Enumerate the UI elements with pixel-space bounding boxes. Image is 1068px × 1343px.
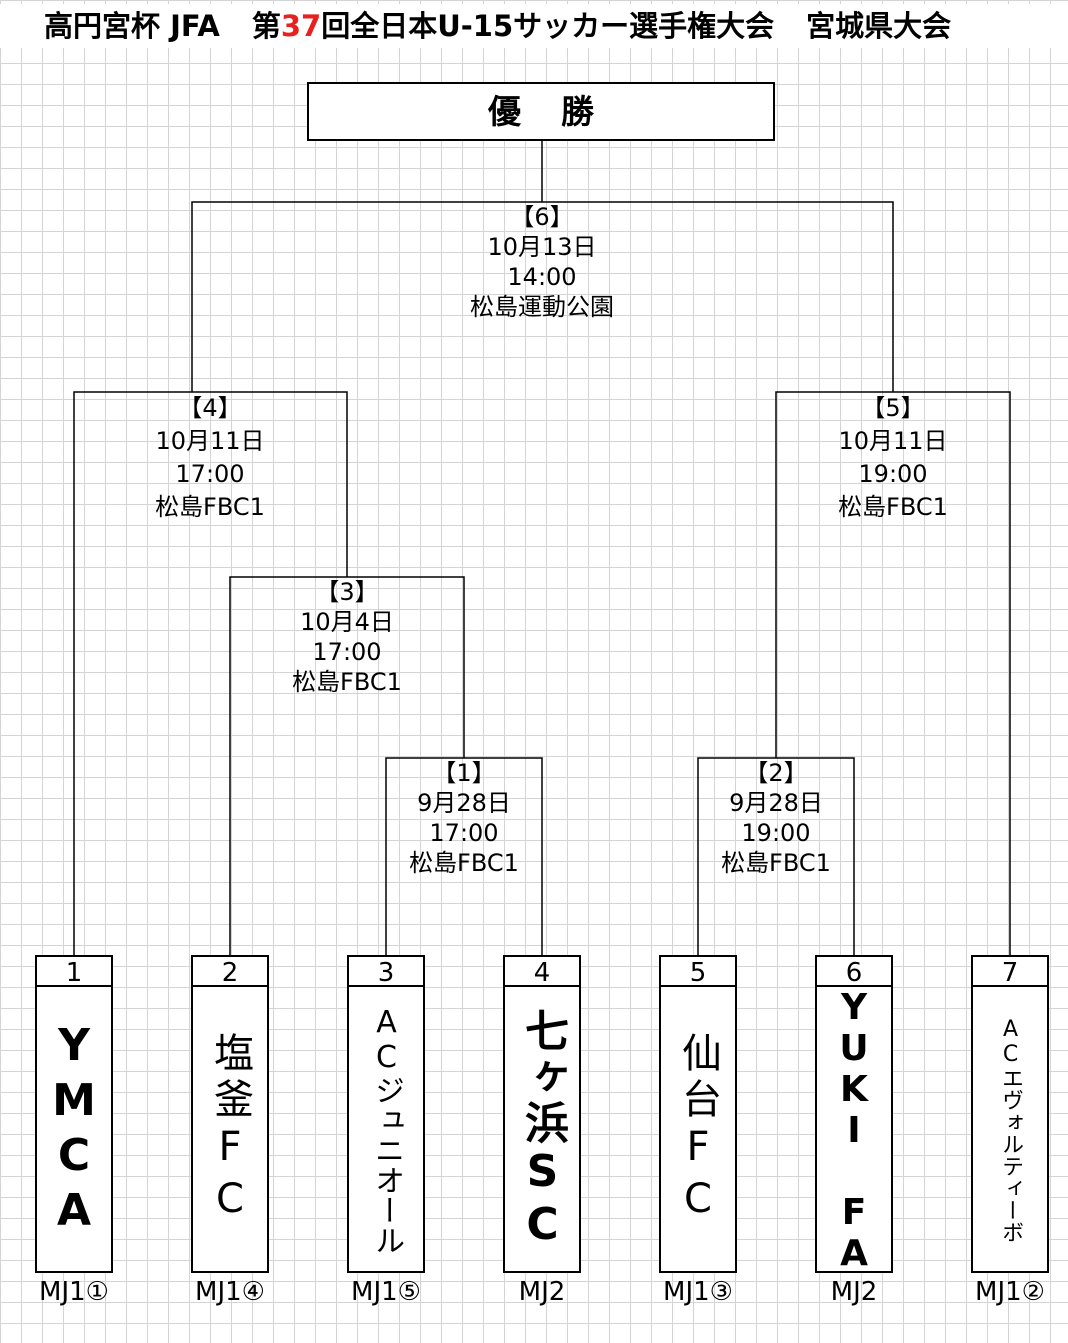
team-1-league: MJ1① bbox=[39, 1277, 109, 1307]
title-part3: 回全日本U-15サッカー選手権大会 bbox=[321, 9, 775, 43]
team-2-league: MJ1④ bbox=[195, 1277, 265, 1307]
seed-number: 2 bbox=[193, 957, 267, 988]
match-id: 【2】 bbox=[744, 759, 808, 787]
match-venue: 松島FBC1 bbox=[292, 668, 402, 696]
match-venue: 松島FBC1 bbox=[721, 849, 831, 877]
team-slot-3: 3 ACジュニオール bbox=[347, 955, 425, 1273]
match-id: 【5】 bbox=[861, 394, 925, 422]
match-venue: 松島FBC1 bbox=[838, 493, 948, 521]
team-name: 七ヶ浜SC bbox=[517, 1008, 568, 1252]
match-venue: 松島FBC1 bbox=[155, 493, 265, 521]
match-id: 【6】 bbox=[510, 203, 574, 231]
match-1-info: 【1】 9月28日 17:00 松島FBC1 bbox=[364, 758, 564, 878]
match-3-info: 【3】 10月4日 17:00 松島FBC1 bbox=[247, 577, 447, 697]
seed-number: 1 bbox=[37, 957, 111, 988]
team-name: ACエヴォルティーボ bbox=[998, 1017, 1023, 1243]
team-slot-6: 6 YUKI FA bbox=[815, 955, 893, 1273]
team-3-league: MJ1⑤ bbox=[351, 1277, 421, 1307]
team-name: 仙台FC bbox=[675, 1032, 721, 1228]
match5-bracket bbox=[775, 391, 1011, 956]
team-6-league: MJ2 bbox=[830, 1277, 878, 1307]
match-4-info: 【4】 10月11日 17:00 松島FBC1 bbox=[110, 392, 310, 524]
match1-bracket bbox=[385, 757, 543, 956]
match-date: 10月4日 bbox=[300, 608, 394, 636]
match-venue: 松島運動公園 bbox=[470, 293, 614, 321]
team-slot-7: 7 ACエヴォルティーボ bbox=[971, 955, 1049, 1273]
match3-bracket bbox=[229, 576, 465, 956]
title-part2: 第 bbox=[251, 9, 281, 43]
match-date: 9月28日 bbox=[729, 789, 823, 817]
match-date: 10月11日 bbox=[838, 427, 948, 455]
champion-box: 優勝 bbox=[307, 82, 775, 141]
match-id: 【1】 bbox=[432, 759, 496, 787]
match-6-info: 【6】 10月13日 14:00 松島運動公園 bbox=[442, 202, 642, 322]
match-date: 10月13日 bbox=[487, 233, 597, 261]
page-title: 高円宮杯 JFA 第37回全日本U-15サッカー選手権大会宮城県大会 bbox=[0, 4, 1068, 48]
match-5-info: 【5】 10月11日 19:00 松島FBC1 bbox=[793, 392, 993, 524]
match-venue: 松島FBC1 bbox=[409, 849, 519, 877]
seed-number: 5 bbox=[661, 957, 735, 988]
match-time: 17:00 bbox=[312, 638, 382, 666]
match-time: 17:00 bbox=[429, 819, 499, 847]
team-name: YUKI FA bbox=[833, 993, 875, 1267]
match-time: 17:00 bbox=[175, 460, 245, 488]
team-name: 塩釜FC bbox=[207, 1032, 253, 1228]
match-time: 14:00 bbox=[507, 263, 577, 291]
title-part4: 宮城県大会 bbox=[806, 9, 952, 43]
match4-bracket bbox=[73, 391, 348, 956]
team-slot-5: 5 仙台FC bbox=[659, 955, 737, 1273]
seed-number: 3 bbox=[349, 957, 423, 988]
team-name: ACジュニオール bbox=[369, 1005, 404, 1255]
match-2-info: 【2】 9月28日 19:00 松島FBC1 bbox=[676, 758, 876, 878]
final-connector bbox=[191, 141, 894, 392]
match-time: 19:00 bbox=[858, 460, 928, 488]
title-number: 37 bbox=[280, 9, 322, 43]
seed-number: 7 bbox=[973, 957, 1047, 988]
team-name: YMCA bbox=[48, 1020, 100, 1240]
team-slot-2: 2 塩釜FC bbox=[191, 955, 269, 1273]
team-7-league: MJ1② bbox=[975, 1277, 1045, 1307]
match-id: 【3】 bbox=[315, 578, 379, 606]
team-4-league: MJ2 bbox=[518, 1277, 566, 1307]
title-part1: 高円宮杯 JFA bbox=[44, 9, 220, 43]
match-time: 19:00 bbox=[741, 819, 811, 847]
match-date: 9月28日 bbox=[417, 789, 511, 817]
team-slot-1: 1 YMCA bbox=[35, 955, 113, 1273]
match-id: 【4】 bbox=[178, 394, 242, 422]
seed-number: 6 bbox=[817, 957, 891, 988]
team-5-league: MJ1③ bbox=[663, 1277, 733, 1307]
seed-number: 4 bbox=[505, 957, 579, 988]
match-date: 10月11日 bbox=[155, 427, 265, 455]
team-slot-4: 4 七ヶ浜SC bbox=[503, 955, 581, 1273]
